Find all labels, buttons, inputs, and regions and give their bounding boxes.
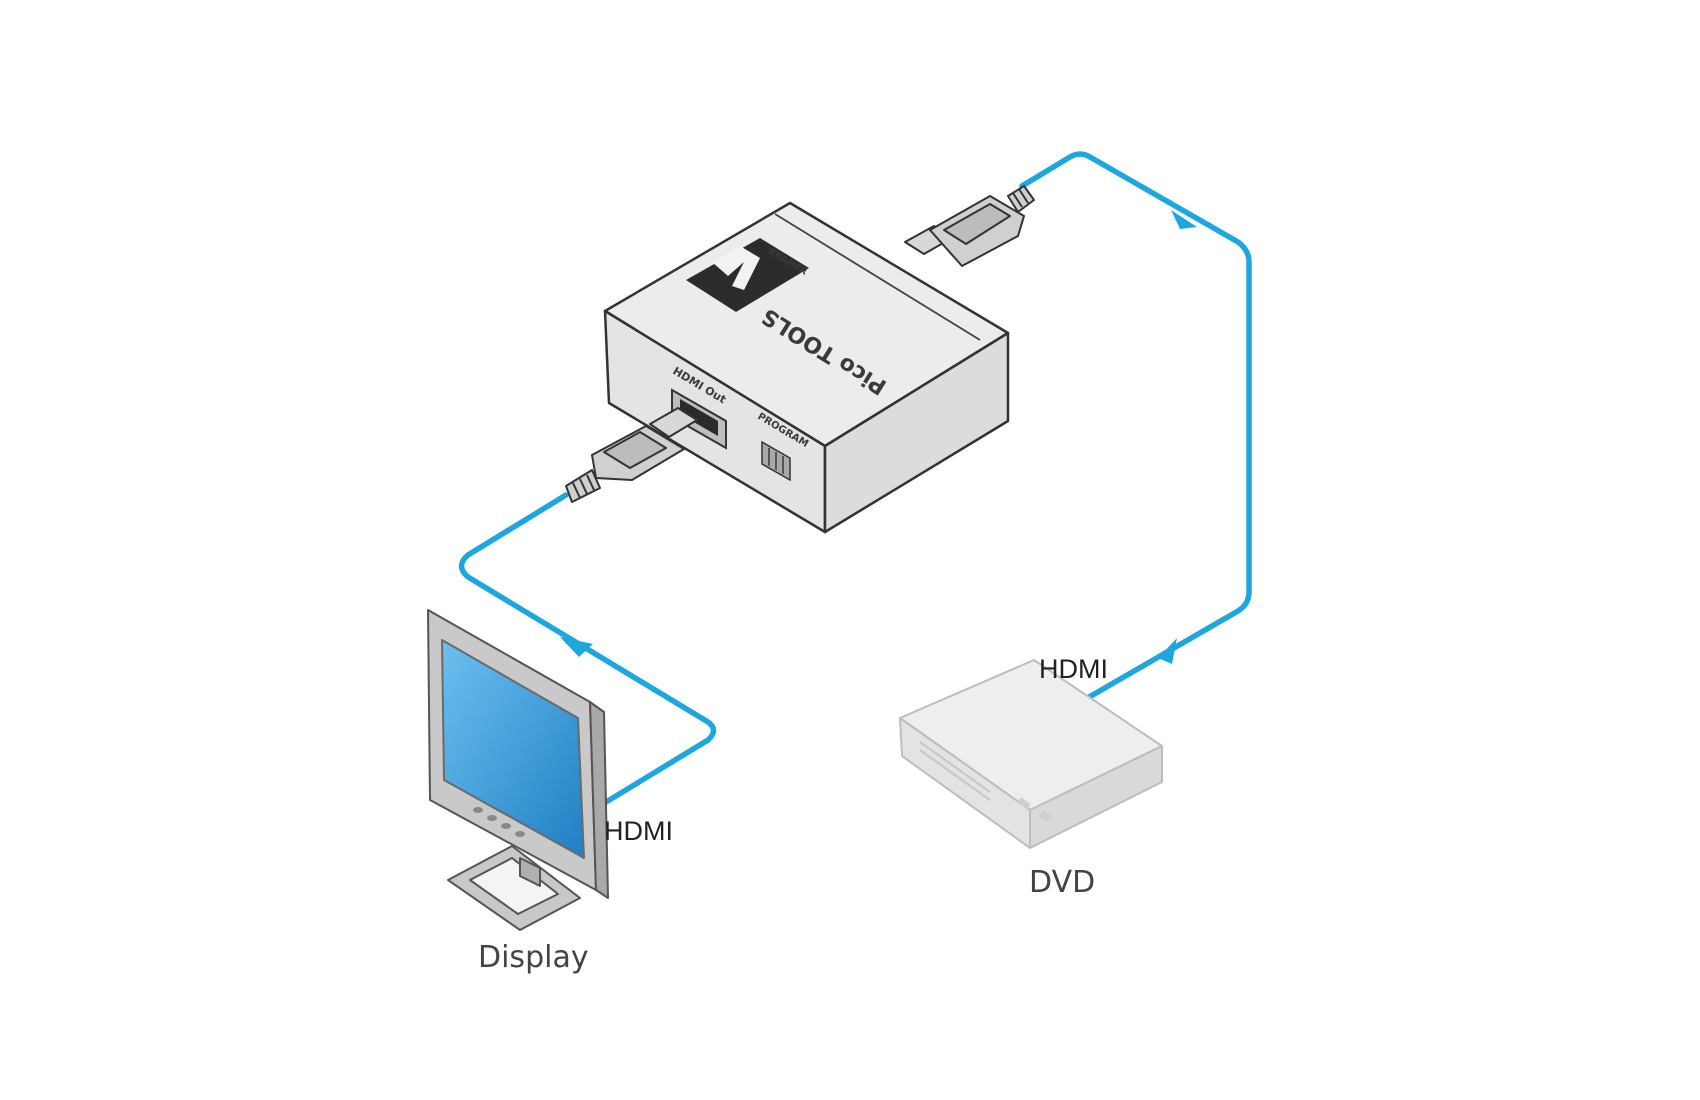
hdmi-dvd-label: HDMI	[1039, 654, 1108, 684]
arrow-icon	[560, 637, 593, 657]
kramer-logo-icon: KRAMER	[686, 238, 809, 312]
arrow-icon	[1171, 210, 1197, 229]
hdmi-connector-icon	[904, 185, 1035, 267]
display-label: Display	[478, 940, 589, 975]
arrow-icon	[1158, 638, 1177, 664]
hdmi-display-label: HDMI	[604, 816, 673, 846]
dvd-label: DVD	[1029, 865, 1095, 900]
hdmi-connector-icon	[565, 407, 698, 503]
cable-display	[458, 492, 717, 813]
pico-tools-device	[603, 201, 1010, 534]
dvd-player-icon	[899, 659, 1163, 849]
display-monitor-icon	[427, 609, 609, 931]
cable-dvd	[1019, 151, 1252, 703]
